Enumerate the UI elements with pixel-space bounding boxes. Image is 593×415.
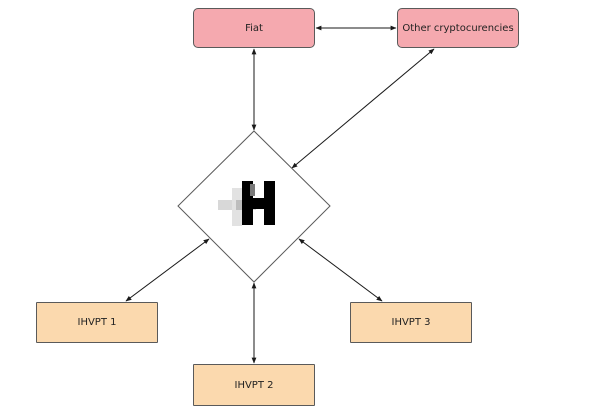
ihvpt-1-label: IHVPT 1: [77, 317, 117, 328]
ihvpt-2-node: IHVPT 2: [193, 364, 315, 406]
h-logo-icon: [218, 181, 275, 226]
ihvpt-1-node: IHVPT 1: [36, 302, 158, 343]
other-cryptocurrencies-label: Other cryptocurencies: [402, 22, 514, 34]
fiat-node: Fiat: [193, 8, 315, 48]
edge-hub-ihvpt3: [298, 238, 383, 302]
edge-other-hub: [291, 48, 435, 169]
edge-hub-ihvpt1: [125, 238, 210, 302]
fiat-label: Fiat: [245, 22, 263, 34]
other-cryptocurrencies-node: Other cryptocurencies: [397, 8, 519, 48]
ihvpt-3-node: IHVPT 3: [350, 302, 472, 343]
ihvpt-3-label: IHVPT 3: [391, 317, 431, 328]
ihvpt-2-label: IHVPT 2: [234, 379, 274, 391]
